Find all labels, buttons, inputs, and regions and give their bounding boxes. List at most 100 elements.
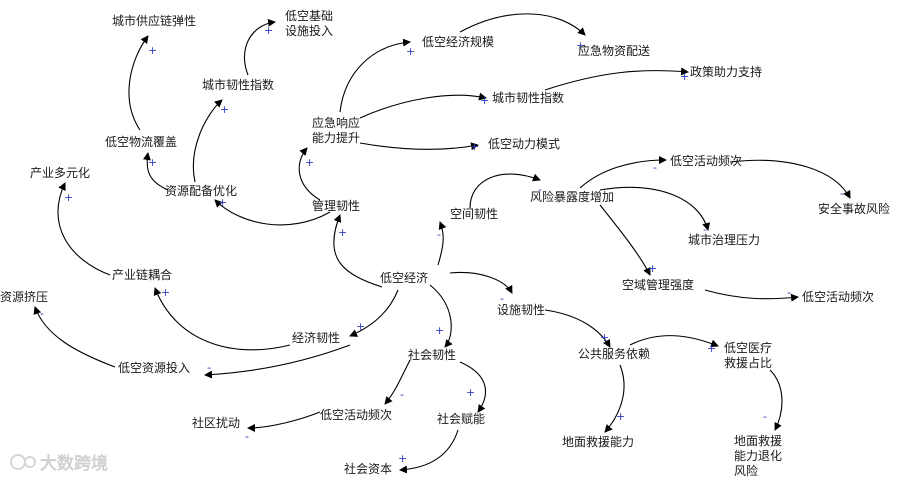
polarity-medical-degradation: - [763, 410, 767, 423]
node-low-alt-activity-freq-right: 低空活动频次 [802, 290, 874, 304]
polarity-economic-coupling: + [161, 286, 170, 299]
link-economic-to-coupling [153, 287, 291, 351]
node-city-supply-resilience: 城市供应链弹性 [112, 13, 196, 28]
polarity-public-ground: + [616, 410, 625, 423]
polarity-risk-activity: - [653, 161, 657, 174]
polarity-econ-spatial: - [437, 228, 441, 241]
polarity-input-squeeze: - [40, 307, 44, 320]
link-public-to-ground [604, 364, 625, 433]
polarity-cityindex-infra: + [264, 24, 273, 37]
link-resource-to-cityindex [192, 99, 223, 183]
link-econ-to-economic [349, 289, 399, 337]
link-social-to-empowerment [459, 361, 486, 413]
link-resource-to-logistics [142, 152, 169, 191]
node-social-capital: 社会资本 [344, 461, 392, 476]
node-resource-optimization: 资源配备优化 [165, 184, 237, 198]
node-social-empowerment: 社会赋能 [437, 411, 485, 426]
link-input-to-squeeze [33, 306, 116, 368]
node-resource-squeeze: 资源挤压 [0, 289, 48, 304]
link-emergency-to-scale [339, 38, 411, 113]
node-ground-rescue-capacity: 地面救援能力 [562, 434, 634, 449]
node-low-alt-resource-input: 低空资源投入 [118, 360, 190, 375]
node-low-alt-infra: 低空基础设施投入 [285, 9, 333, 38]
nodes: 低空经济 城市供应链弹性 低空基础设施投入 城市韧性指数 低空物流覆盖 产业多元… [0, 9, 890, 478]
node-spatial-resilience: 空间韧性 [450, 207, 498, 221]
node-industry-diversification: 产业多元化 [30, 166, 90, 180]
link-spatial-to-risk [469, 173, 541, 209]
polarity-econ-management: + [338, 226, 347, 239]
node-public-service-dependence: 公共服务依赖 [578, 346, 650, 361]
polarity-resource-logistics: + [148, 156, 157, 169]
polarity-econ-facility: - [500, 292, 504, 305]
polarity-facility-public: + [600, 331, 609, 344]
node-emergency-response: 应急响应能力提升 [312, 115, 360, 145]
watermark-logo-icon [10, 454, 36, 470]
polarity-management-resource: + [218, 196, 227, 209]
polarity-emergency-scale: + [406, 45, 415, 58]
node-low-alt-activity-freq-top: 低空活动频次 [670, 154, 742, 168]
node-low-alt-econ-scale: 低空经济规模 [422, 34, 494, 49]
link-public-to-medical [629, 335, 719, 348]
node-safety-accident-risk: 安全事故风险 [818, 201, 890, 216]
link-emergency-to-cityindex [359, 92, 487, 119]
link-airspace-to-activity [704, 289, 799, 302]
link-social-to-activity [384, 359, 411, 405]
watermark-text: 大数跨境 [40, 453, 108, 474]
link-empowerment-to-capital [399, 429, 459, 474]
node-low-alt-medical-rescue: 低空医疗救援占比 [724, 341, 772, 370]
link-risk-to-airspace [599, 204, 651, 276]
link-econ-to-facility [449, 271, 513, 294]
link-activity-to-community [247, 411, 321, 432]
polarity-cityindex-policy: + [680, 70, 689, 83]
link-econ-to-spatial [437, 221, 447, 266]
polarity-empowerment-capital: + [398, 452, 407, 465]
polarity-economic-input: - [207, 361, 211, 374]
polarity-emergency-power: + [470, 140, 479, 153]
polarity-emergency-cityindex: + [480, 94, 489, 107]
node-facility-resilience: 设施韧性 [497, 303, 545, 317]
polarity-activity-safety: - [840, 187, 844, 200]
polarity-econ-social: + [435, 324, 444, 337]
polarity-risk-governance: - [703, 223, 707, 236]
polarity-coupling-diversification: + [64, 191, 73, 204]
links [33, 13, 851, 474]
link-cityindex-to-policy [544, 67, 689, 91]
polarity-signs: + - - + + + + + + + + + + + + + - - - + … [40, 24, 844, 465]
node-risk-exposure: 风险暴露度增加 [530, 189, 614, 204]
polarity-risk-airspace: + [648, 262, 657, 275]
polarity-public-medical: + [707, 342, 716, 355]
link-management-to-emergency [298, 147, 321, 201]
polarity-social-empowerment: + [466, 386, 475, 399]
node-ground-rescue-degradation: 地面救援能力退化风险 [734, 433, 782, 478]
node-low-alt-logistics: 低空物流覆盖 [105, 135, 177, 149]
link-medical-to-degradation [769, 369, 783, 431]
link-emergency-to-power [359, 142, 479, 151]
node-city-resilience-index-left: 城市韧性指数 [202, 77, 274, 92]
node-social-resilience: 社会韧性 [408, 347, 456, 362]
polarity-management-emergency: + [305, 156, 314, 169]
node-policy-support: 政策助力支持 [690, 64, 762, 79]
link-logistics-to-supply [128, 35, 149, 131]
link-econ-to-management [333, 214, 383, 288]
polarity-social-activity: - [400, 388, 404, 401]
link-coupling-to-diversification [57, 182, 111, 276]
node-low-alt-power-mode: 低空动力模式 [488, 137, 560, 151]
link-economic-to-input [204, 344, 351, 379]
node-city-governance-pressure: 城市治理压力 [688, 232, 760, 247]
link-cityindex-to-infra [243, 18, 276, 76]
link-scale-to-supply [459, 13, 586, 36]
link-management-to-resource [214, 199, 331, 226]
node-community-disturbance: 社区扰动 [192, 415, 240, 430]
node-emergency-supply: 应急物资配送 [578, 43, 650, 58]
node-low-alt-economy: 低空经济 [380, 270, 428, 285]
polarity-scale-supply: + [576, 39, 585, 52]
link-risk-to-activity [579, 156, 667, 189]
polarity-logistics-supply: + [148, 44, 157, 57]
node-economic-resilience: 经济韧性 [292, 330, 340, 345]
link-activity-to-safety [729, 159, 851, 199]
polarity-resource-cityindex: + [220, 103, 229, 116]
polarity-spatial-risk: - [538, 183, 542, 196]
node-airspace-mgmt-intensity: 空域管理强度 [622, 277, 694, 292]
node-low-alt-activity-freq-bottom: 低空活动频次 [320, 408, 392, 422]
